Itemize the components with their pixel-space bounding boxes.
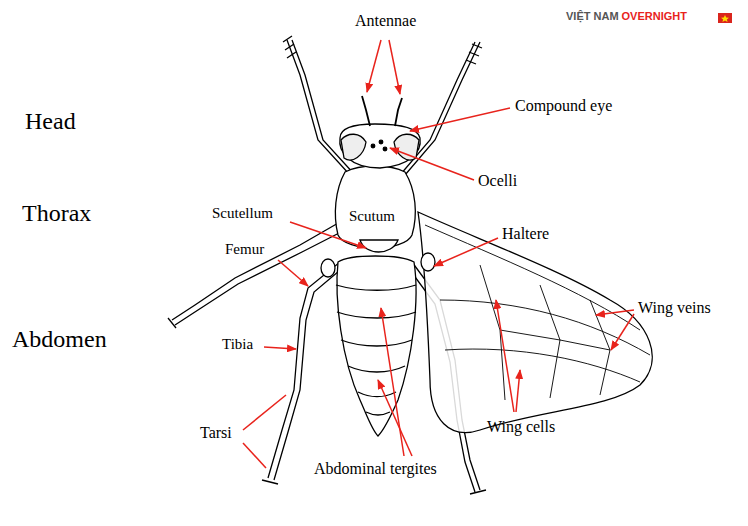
part-label: Abdominal tergites	[314, 460, 437, 478]
watermark: VIỆT NAM	[566, 10, 619, 23]
part-label: Scutellum	[212, 205, 273, 222]
part-label: Haltere	[502, 225, 549, 243]
part-label: Scutum	[348, 208, 396, 225]
part-label: Tarsi	[200, 424, 232, 442]
part-label: Compound eye	[515, 97, 612, 115]
part-label: Ocelli	[478, 172, 517, 190]
part-label: Femur	[225, 241, 264, 258]
part-label: Antennae	[355, 12, 416, 30]
part-label: Wing cells	[487, 418, 555, 436]
region-label: Head	[25, 108, 76, 136]
watermark: OVERNIGHT	[622, 10, 687, 23]
part-label: Wing veins	[638, 299, 711, 317]
part-label: Tibia	[222, 336, 253, 353]
region-label: Abdomen	[12, 326, 107, 354]
region-label: Thorax	[22, 200, 91, 228]
